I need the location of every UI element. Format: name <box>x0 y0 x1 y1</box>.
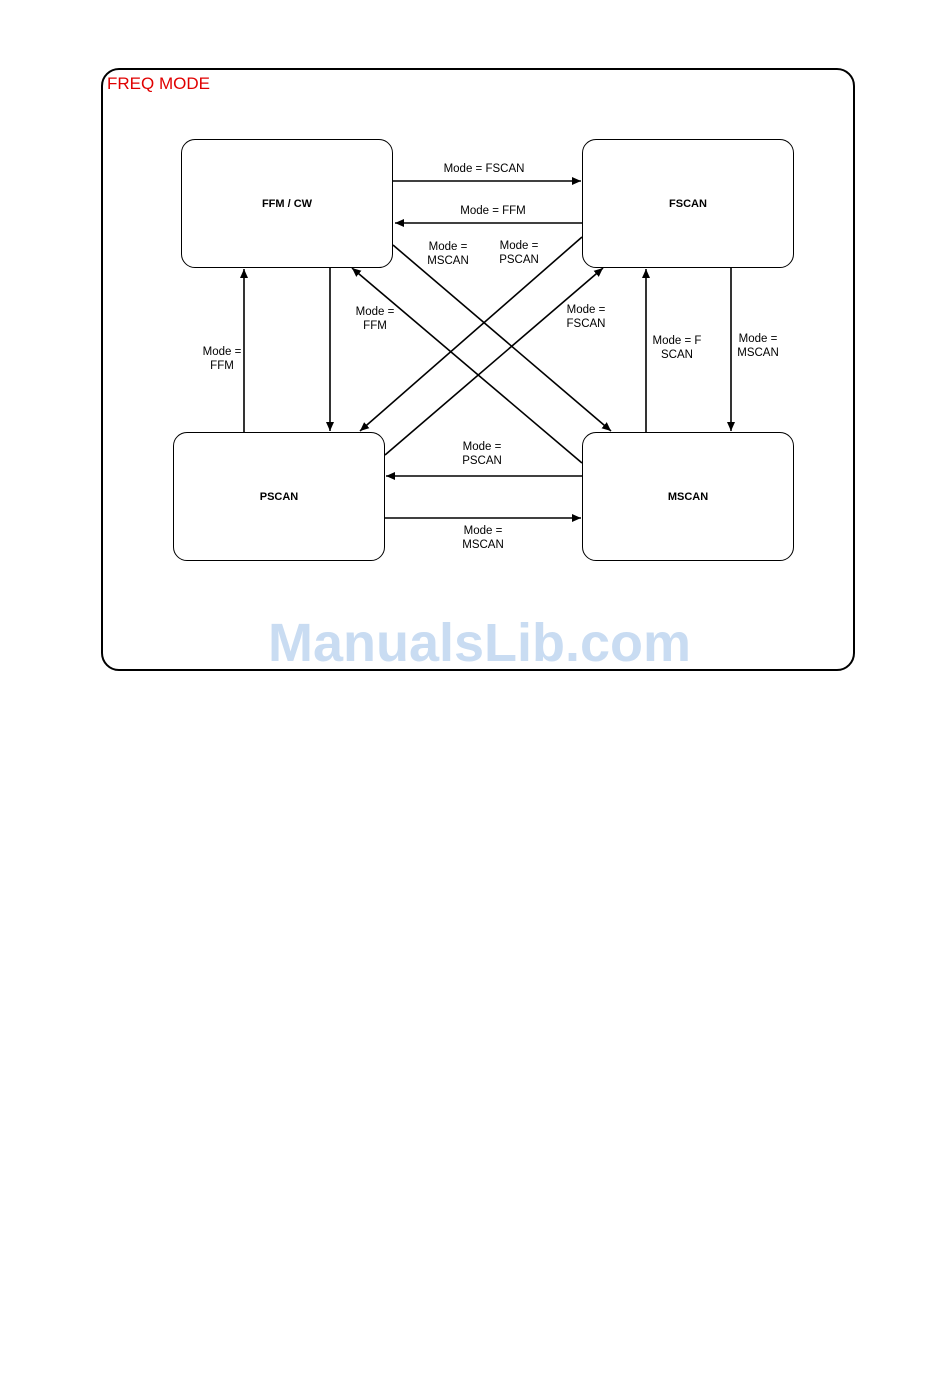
state-pscan: PSCAN <box>173 432 385 561</box>
watermark-text: ManualsLib.com <box>268 612 691 674</box>
label-fscan-to-mscan: Mode = MSCAN <box>737 332 779 360</box>
label-ffm-to-mscan: Mode = MSCAN <box>427 240 469 268</box>
state-pscan-label: PSCAN <box>260 491 299 503</box>
arrow-ffm-to-mscan <box>393 245 611 431</box>
label-pscan-to-ffm: Mode = FFM <box>203 345 242 373</box>
label-mscan-to-fscan: Mode = F SCAN <box>653 334 702 362</box>
label-pscan-to-mscan: Mode = MSCAN <box>462 524 504 552</box>
state-mscan-label: MSCAN <box>668 491 708 503</box>
state-ffm-cw-label: FFM / CW <box>262 198 312 210</box>
state-fscan-label: FSCAN <box>669 198 707 210</box>
label-fscan-to-ffm: Mode = FFM <box>460 204 526 218</box>
arrow-mscan-to-ffm <box>352 268 582 463</box>
arrow-fscan-to-pscan <box>360 237 582 431</box>
label-pscan-to-ffm-diagonal: Mode = FFM <box>356 305 395 333</box>
arrow-pscan-to-fscan <box>385 268 603 455</box>
label-ffm-to-fscan: Mode = FSCAN <box>444 162 525 176</box>
label-pscan-to-fscan: Mode = FSCAN <box>567 303 606 331</box>
state-mscan: MSCAN <box>582 432 794 561</box>
state-ffm-cw: FFM / CW <box>181 139 393 268</box>
label-ffm-to-pscan: Mode = PSCAN <box>499 239 539 267</box>
label-mscan-to-pscan: Mode = PSCAN <box>462 440 502 468</box>
state-fscan: FSCAN <box>582 139 794 268</box>
